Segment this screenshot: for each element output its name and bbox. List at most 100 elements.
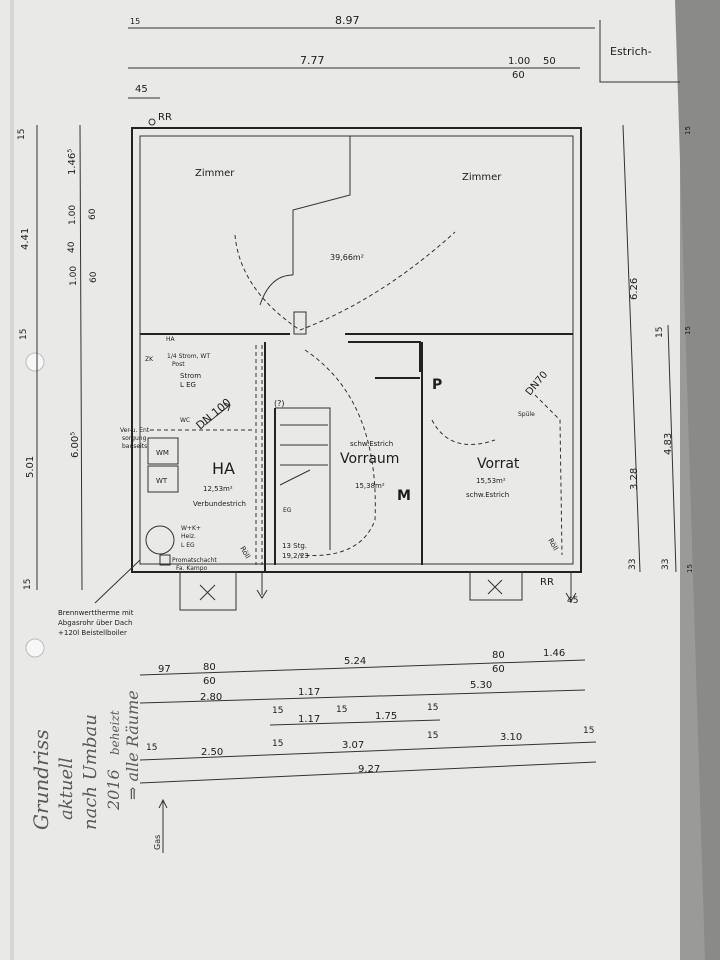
dim-b3-0: 15 (272, 706, 283, 716)
estrich-label: Estrich- (610, 45, 652, 58)
dim-overall: 8.97 (335, 14, 360, 27)
m-marker: M (397, 488, 411, 504)
dim-right-h: 15 (684, 326, 692, 335)
post-label: Post (172, 361, 185, 368)
dim-seg2-top: 1.00 (508, 56, 530, 67)
hand-grundriss: Grundriss (29, 729, 53, 830)
gas-label: Gas (153, 835, 162, 850)
switch-box (293, 311, 307, 335)
dim-b1-2: 60 (203, 676, 216, 687)
dim-b2-2: 5.30 (470, 680, 492, 691)
dim-corner: 45 (135, 84, 148, 95)
note-leader (94, 559, 141, 604)
room-ha-floor: Verbundestrich (193, 500, 246, 508)
question-label: (?) (274, 399, 285, 408)
dim-bottom-right: 45 (567, 596, 578, 606)
dim-right-e: 4.83 (663, 433, 674, 455)
dim-b1-0: 97 (158, 664, 171, 675)
room-ha-area: 12,53m² (203, 485, 233, 493)
dim-b4-0: 15 (146, 743, 157, 753)
pipes (150, 345, 263, 565)
rol-label-right: Röll (546, 537, 559, 552)
gas-arrow-icon (158, 798, 168, 853)
paper-edge (10, 0, 14, 960)
stairs-ratio: 19,2/23 (282, 552, 309, 560)
dim-b4-2: 15 (272, 739, 283, 749)
rol-label-left: Röll (238, 545, 251, 560)
dim-left-b: 4.41 (20, 228, 31, 250)
dim-b4-4: 15 (427, 731, 438, 741)
room-vorraum-name: Vorraum (340, 451, 399, 467)
zk-label: ZK (145, 356, 154, 363)
hand-nach-umbau: nach Umbau (80, 714, 101, 830)
p-marker: P (432, 377, 442, 393)
dim-b1-1: 80 (203, 662, 216, 673)
note-line-1: Brennwerttherme mit (58, 609, 134, 617)
dim-b4-3: 3.07 (342, 740, 364, 751)
dim-inner-b: 1.00 (68, 205, 78, 225)
bottom-dimensions: 97 80 60 2.80 5.24 80 60 1.46 1.17 5.30 … (139, 648, 597, 784)
room-zimmer-left: Zimmer (195, 168, 235, 179)
hand-aktuell: aktuell (56, 757, 77, 820)
dim-b2-1: 1.17 (298, 687, 320, 698)
dim-inner-b2: 60 (88, 208, 98, 220)
dim-b3-1: 1.17 (298, 714, 320, 725)
dim-right-f: 33 (661, 559, 671, 570)
wm-label: WM (156, 449, 169, 457)
shadow-edge-dark (675, 0, 720, 960)
strom-sub-label: L EG (180, 381, 196, 389)
heiz-label: Heiz. (181, 533, 196, 540)
top-dimensions: 8.97 15 7.77 1.00 60 50 45 (128, 14, 595, 99)
dim-b1-4: 80 (492, 650, 505, 661)
dim-b3-4: 15 (427, 703, 438, 713)
upper-divider-line (292, 136, 351, 275)
vorraum-wiring (299, 349, 376, 557)
hand-year: 2016 (104, 769, 123, 811)
wk-label: W+K+ (181, 525, 201, 532)
room-vorrat-floor: schw.Estrich (466, 491, 509, 499)
verent-label-2: sorgung (122, 435, 147, 442)
promat-label: Promatschacht (172, 557, 217, 564)
stairs-count: 13 Stg. (282, 542, 307, 550)
dn70-label: DN70 (524, 369, 550, 397)
room-zimmer-right: Zimmer (462, 172, 502, 183)
dim-right-b: 3.28 (629, 468, 640, 490)
door-swing (259, 274, 294, 306)
vorrat-pipe (534, 394, 563, 556)
dim-b3-2: 15 (336, 705, 347, 715)
hand-beheizt: beheizt (108, 710, 122, 755)
spule-label: Spüle (518, 411, 535, 418)
kampo-label: Fa. Kampo (176, 565, 208, 572)
dim-b4-5: 3.10 (500, 732, 522, 743)
dim-b1-5: 60 (492, 664, 505, 675)
dim-seg2-bottom: 60 (512, 70, 525, 81)
inner-wall-line (139, 135, 574, 565)
window-wells (179, 571, 523, 611)
handwritten-note: Grundriss aktuell nach Umbau 2016 beheiz… (29, 690, 142, 830)
ha-small-label: HA (166, 336, 176, 343)
wk-eg-label: L EG (181, 542, 195, 549)
punch-hole (25, 352, 45, 372)
room-vorraum-area: 15,38m² (355, 482, 385, 490)
outer-wall (131, 127, 582, 573)
rr-bottom-label: RR (540, 577, 554, 588)
drain-arrow-left (256, 572, 268, 599)
switch-wiring (234, 231, 456, 331)
verent-label-1: Ver-u. Ent- (120, 427, 151, 434)
dim-b1-6: 1.46 (543, 648, 565, 659)
dim-left-d: 5.01 (25, 456, 36, 478)
ha-fixtures (145, 402, 231, 566)
right-dimensions: 6.26 3.28 33 15 4.83 33 15 15 15 (622, 124, 694, 573)
lower-walls (264, 341, 423, 572)
verent-label-3: bauseits (122, 443, 147, 450)
dim-right-a: 6.26 (629, 278, 640, 300)
dim-inner-e: 6.00⁵ (70, 432, 81, 458)
dim-inner-c: 40 (67, 241, 77, 253)
stairs (275, 407, 331, 550)
drain-arrow-right (565, 572, 577, 602)
hand-alle-raeume: ⇒ alle Räume (123, 690, 142, 800)
dim-left-c: 15 (19, 329, 29, 340)
dim-seg1: 7.77 (300, 54, 325, 67)
